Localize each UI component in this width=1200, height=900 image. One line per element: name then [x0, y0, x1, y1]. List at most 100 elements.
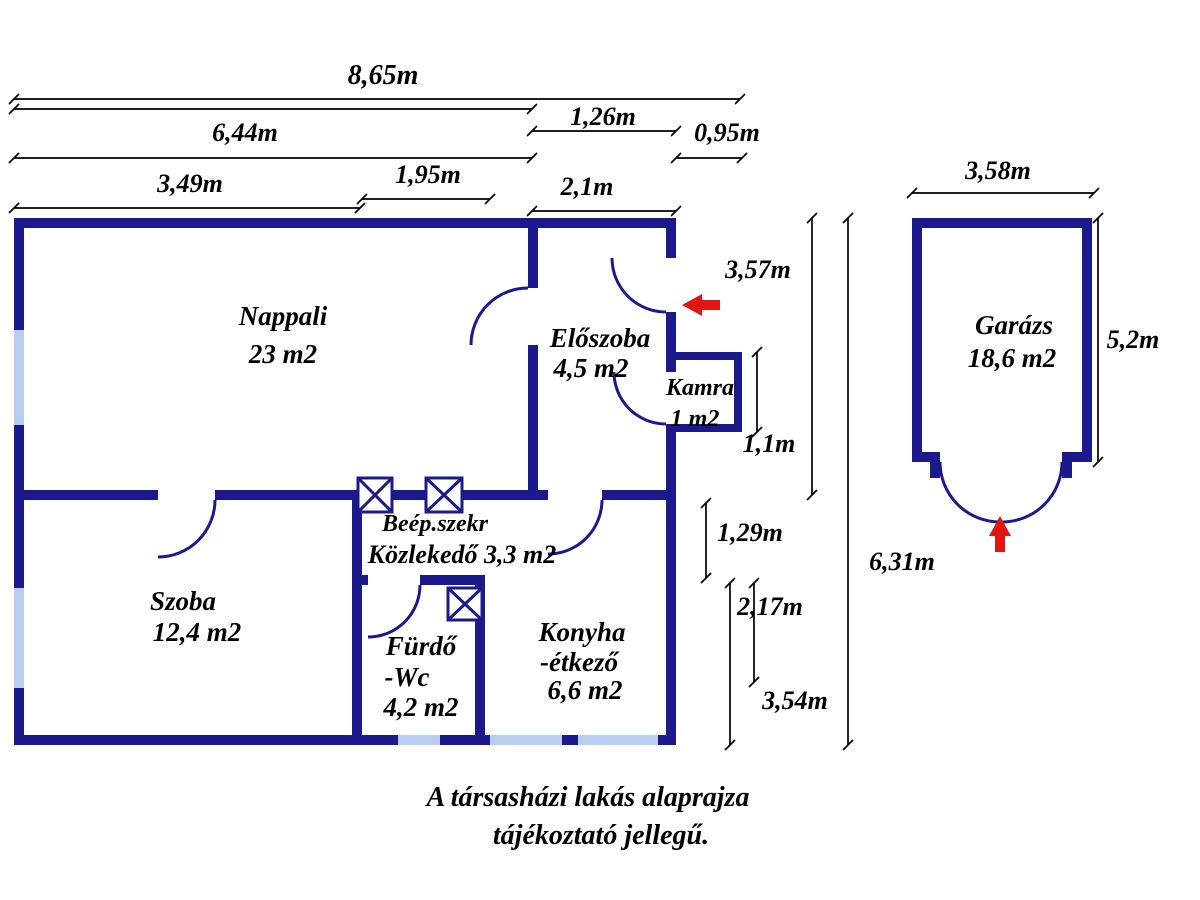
- dim-label: 1,95m: [395, 160, 461, 189]
- wall-segment: [912, 218, 922, 462]
- dim-1-1: [751, 346, 763, 438]
- wall-segment: [1062, 452, 1092, 462]
- wall-segment: [528, 218, 538, 288]
- window: [398, 735, 440, 745]
- room-name: Garázs: [975, 310, 1053, 340]
- caption-line-2: tájékoztató jellegű.: [493, 820, 709, 851]
- door-arc: [612, 371, 667, 426]
- dim-label: 2,17m: [736, 592, 803, 621]
- dim-8-65: [8, 93, 746, 115]
- door-arc: [1001, 461, 1064, 524]
- wardrobe-cross: [356, 476, 394, 514]
- wall-segment: [930, 452, 940, 478]
- room-name: Beép.szekr: [381, 511, 489, 537]
- door-arc: [469, 286, 529, 346]
- door-arc: [367, 584, 422, 639]
- wardrobe-cross: [424, 476, 464, 514]
- wall-segment: [734, 352, 742, 432]
- wall-segment: [14, 218, 24, 745]
- wall-segment: [14, 735, 676, 745]
- dim-3-58: [906, 187, 1100, 199]
- wardrobe-symbols: [356, 476, 484, 622]
- room-name: Előszoba: [549, 323, 651, 353]
- room-area: 18,6 m2: [968, 343, 1057, 373]
- wall-segment: [420, 575, 485, 585]
- window: [14, 330, 24, 425]
- window: [14, 588, 24, 688]
- dim-1-95: [356, 193, 496, 205]
- wall-segment: [676, 424, 742, 432]
- dim-label: 3,54m: [761, 686, 828, 715]
- room-name: Kamra: [665, 375, 734, 401]
- door-arc: [610, 257, 667, 314]
- dim-label: 1,29m: [717, 518, 783, 547]
- room-name: Közlekedő 3,3 m2: [367, 540, 557, 569]
- room-name: Konyha: [537, 617, 625, 647]
- room-name: Fürdő: [385, 631, 458, 661]
- dim-3-54: [724, 577, 736, 751]
- caption: A társasházi lakás alaprajza tájékoztató…: [425, 782, 750, 851]
- door-arc: [938, 461, 1001, 524]
- dim-label: 0,95m: [694, 118, 760, 147]
- room-area: 23 m2: [248, 339, 317, 369]
- entrance-arrows: [682, 294, 1011, 552]
- wall-segment: [912, 218, 1092, 228]
- wall-segment: [666, 424, 676, 745]
- wardrobe-cross: [446, 586, 484, 622]
- wall-segment: [602, 490, 676, 500]
- wall-segment: [352, 500, 362, 745]
- dimension-lines: [8, 93, 1104, 751]
- dim-1-26: [526, 125, 682, 137]
- dim-label: 6,44m: [212, 118, 278, 147]
- room-area: 4,5 m2: [552, 353, 628, 383]
- dim-label: 1,26m: [570, 102, 636, 131]
- wall-segment: [676, 352, 742, 360]
- door-arc: [157, 499, 217, 559]
- room-area: 6,6 m2: [547, 675, 622, 705]
- wall-segment: [1082, 218, 1092, 462]
- dim-label: 3,49m: [156, 169, 223, 198]
- window: [490, 735, 562, 745]
- dim-label: 2,1m: [560, 172, 614, 201]
- dimension-labels: 8,65m 1,26m 6,44m 0,95m 3,49m 1,95m 2,1m…: [156, 60, 1159, 715]
- dim-label: 8,65m: [348, 60, 419, 91]
- wall-segment: [475, 585, 485, 745]
- room-labels: Nappali 23 m2 Előszoba 4,5 m2 Kamra 1 m2…: [150, 301, 1056, 722]
- room-name: Szoba: [150, 586, 216, 616]
- dim-2-1: [526, 205, 682, 217]
- dim-label: 5,2m: [1107, 325, 1160, 354]
- dim-label: 6,31m: [869, 547, 935, 576]
- dim-3-57: [806, 212, 818, 501]
- dim-label: 3,58m: [964, 156, 1031, 185]
- wall-segment: [1062, 452, 1072, 478]
- dim-label: 1,1m: [743, 429, 796, 458]
- dim-2-17: [748, 577, 760, 688]
- room-area: 12,4 m2: [153, 617, 242, 647]
- caption-line-1: A társasházi lakás alaprajza: [425, 782, 750, 813]
- wall-segment: [666, 312, 676, 372]
- door-arcs: [157, 257, 1064, 639]
- wall-segment: [14, 490, 158, 500]
- wall-segment: [528, 345, 538, 500]
- dim-label: 3,57m: [724, 255, 791, 284]
- garage-arrow-icon: [989, 516, 1011, 552]
- window: [578, 735, 658, 745]
- room-area: 1 m2: [671, 406, 720, 432]
- room-name: Nappali: [238, 301, 328, 331]
- dim-1-29: [700, 497, 712, 584]
- wall-segment: [352, 575, 368, 585]
- wall-segment: [666, 218, 676, 258]
- dim-6-31: [842, 212, 854, 751]
- door-arc: [547, 499, 604, 556]
- wall-segment: [912, 452, 940, 462]
- wall-segment: [14, 218, 676, 228]
- room-area: 4,2 m2: [382, 692, 458, 722]
- dim-0-95: [670, 152, 748, 164]
- dim-5-2: [1092, 212, 1104, 468]
- entrance-arrow-icon: [682, 294, 720, 316]
- windows: [14, 330, 658, 745]
- room-name: -étkező: [540, 647, 619, 677]
- dim-6-44: [8, 152, 538, 164]
